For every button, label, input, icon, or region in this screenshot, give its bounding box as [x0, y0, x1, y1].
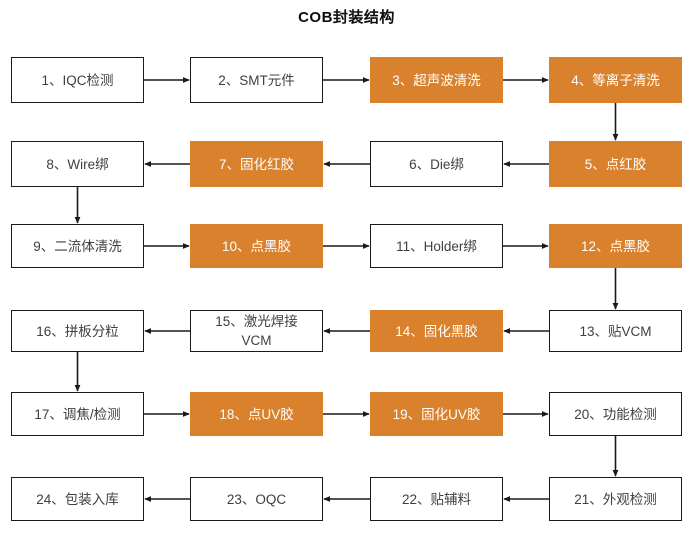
flow-node-3[interactable]: 3、超声波清洗 [370, 57, 503, 103]
flow-node-12[interactable]: 12、点黑胶 [549, 224, 682, 268]
flow-node-18[interactable]: 18、点UV胶 [190, 392, 323, 436]
flow-node-7[interactable]: 7、固化红胶 [190, 141, 323, 187]
flow-node-24[interactable]: 24、包装入库 [11, 477, 144, 521]
flow-node-20[interactable]: 20、功能检测 [549, 392, 682, 436]
flow-node-11[interactable]: 11、Holder绑 [370, 224, 503, 268]
flow-node-9[interactable]: 9、二流体清洗 [11, 224, 144, 268]
flow-node-13[interactable]: 13、贴VCM [549, 310, 682, 352]
flow-node-15[interactable]: 15、激光焊接 VCM [190, 310, 323, 352]
flow-node-8[interactable]: 8、Wire绑 [11, 141, 144, 187]
flow-node-4[interactable]: 4、等离子清洗 [549, 57, 682, 103]
flow-node-23[interactable]: 23、OQC [190, 477, 323, 521]
flow-node-16[interactable]: 16、拼板分粒 [11, 310, 144, 352]
flow-node-21[interactable]: 21、外观检测 [549, 477, 682, 521]
page-title: COB封装结构 [298, 9, 395, 26]
flow-node-19[interactable]: 19、固化UV胶 [370, 392, 503, 436]
flow-node-2[interactable]: 2、SMT元件 [190, 57, 323, 103]
flow-node-22[interactable]: 22、贴辅料 [370, 477, 503, 521]
flow-node-10[interactable]: 10、点黑胶 [190, 224, 323, 268]
flow-node-17[interactable]: 17、调焦/检测 [11, 392, 144, 436]
flow-node-6[interactable]: 6、Die绑 [370, 141, 503, 187]
flow-node-1[interactable]: 1、IQC检测 [11, 57, 144, 103]
flow-node-5[interactable]: 5、点红胶 [549, 141, 682, 187]
flow-node-14[interactable]: 14、固化黑胶 [370, 310, 503, 352]
